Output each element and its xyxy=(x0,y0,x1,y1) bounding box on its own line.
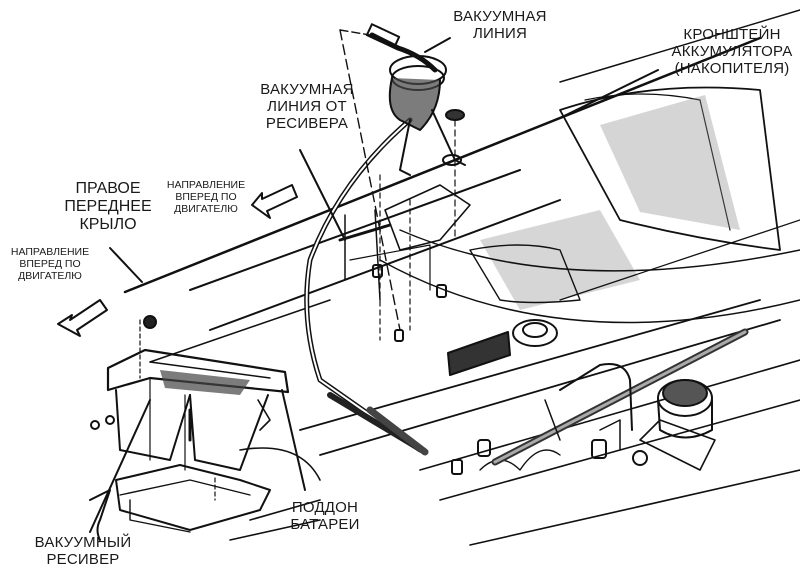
label-battery-tray: ПОДДОН БАТАРЕИ xyxy=(290,499,360,533)
cooler-rod xyxy=(491,328,749,466)
leader-lines xyxy=(89,37,659,533)
leader-battery-tray xyxy=(281,389,306,491)
check-valve-assembly xyxy=(339,23,466,331)
forward-arrow-upper-icon xyxy=(251,184,298,219)
vacuum-reservoir xyxy=(89,447,321,541)
battery-tray xyxy=(90,315,290,471)
label-forward-direction-left: НАПРАВЛЕНИЕ ВПЕРЕД ПО ДВИГАТЕЛЮ xyxy=(10,246,90,282)
leader-right-front-fender xyxy=(109,247,143,283)
master-cylinder xyxy=(632,379,716,471)
leader-vacuum-line-from-reservoir xyxy=(299,149,346,241)
leader-battery-bracket xyxy=(559,69,659,119)
reservoir-bracket xyxy=(338,174,471,342)
label-forward-direction-upper: НАПРАВЛЕНИЕ ВПЕРЕД ПО ДВИГАТЕЛЮ xyxy=(166,179,246,215)
label-vacuum-line-from-reservoir: ВАКУУМНАЯ ЛИНИЯ ОТ РЕСИВЕРА xyxy=(260,81,354,132)
cowl-panel xyxy=(379,86,800,324)
fender-lines xyxy=(123,9,800,363)
label-battery-bracket: КРОНШТЕЙН АККУМУЛЯТОРА (НАКОПИТЕЛЯ) xyxy=(671,26,793,77)
fuse-block xyxy=(447,319,558,376)
forward-arrow-left-icon xyxy=(57,299,108,337)
label-vacuum-reservoir: ВАКУУМНЫЙ РЕСИВЕР xyxy=(34,534,132,568)
leader-vacuum-line xyxy=(424,37,451,53)
leader-vacuum-reservoir xyxy=(89,399,151,533)
label-vacuum-line: ВАКУУМНАЯ ЛИНИЯ xyxy=(453,8,547,42)
label-right-front-fender: ПРАВОЕ ПЕРЕДНЕЕ КРЫЛО xyxy=(64,180,152,233)
vacuum-hose xyxy=(304,117,429,456)
rod-bracket xyxy=(451,363,633,475)
